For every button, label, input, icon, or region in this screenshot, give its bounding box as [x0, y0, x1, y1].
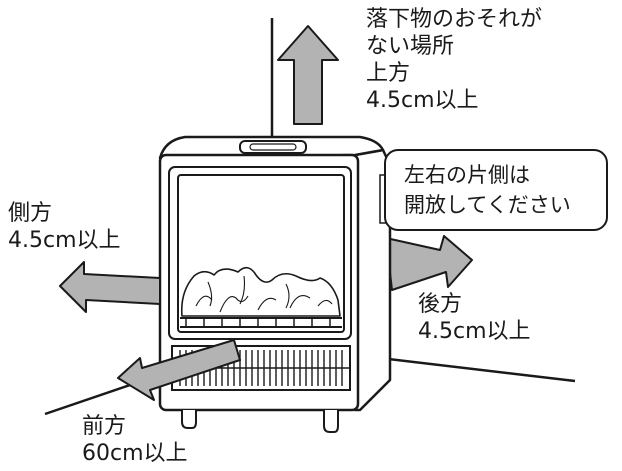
label-side-direction: 側方	[8, 201, 53, 226]
label-top-distance: 4.5cm以上	[366, 88, 479, 113]
label-side-clearance: 側方 4.5cm以上	[8, 200, 121, 254]
arrow-up-icon	[277, 25, 339, 125]
label-front-distance: 60cm以上	[82, 441, 188, 466]
heater-illustration	[158, 135, 392, 433]
label-top-line2: ない場所	[366, 34, 455, 59]
floor-line-back	[379, 356, 576, 383]
arrow-right-back-icon	[385, 235, 473, 291]
label-front-direction: 前方	[82, 414, 127, 439]
label-top-direction: 上方	[366, 61, 411, 86]
label-back-clearance: 後方 4.5cm以上	[418, 291, 531, 345]
label-top-line1: 落下物のおそれが	[366, 7, 543, 32]
label-side-distance: 4.5cm以上	[8, 228, 121, 253]
label-top-clearance: 落下物のおそれが ない場所 上方 4.5cm以上	[366, 6, 542, 114]
arrow-left-icon	[59, 261, 161, 313]
label-back-direction: 後方	[418, 292, 463, 317]
label-back-distance: 4.5cm以上	[418, 319, 531, 344]
note-line2: 開放してください	[404, 193, 571, 217]
arrow-front-icon	[117, 339, 241, 401]
label-front-clearance: 前方 60cm以上	[82, 413, 188, 467]
side-open-note-callout: 左右の片側は 開放してください	[384, 149, 608, 231]
note-line1: 左右の片側は	[404, 163, 530, 187]
